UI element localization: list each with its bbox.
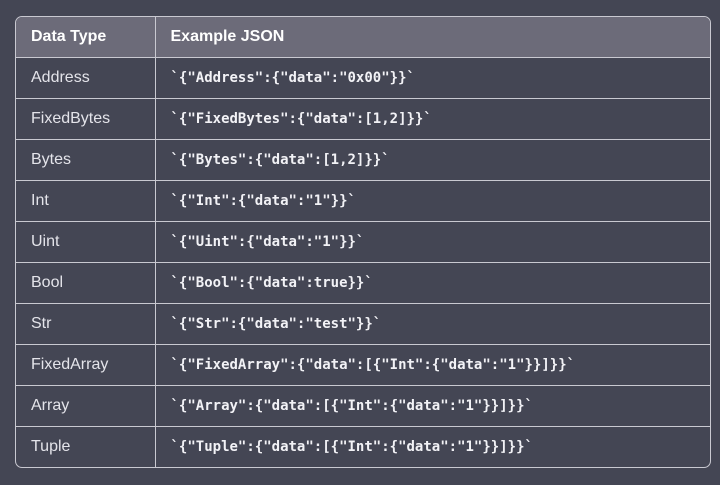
table-row: Bool `{"Bool":{"data":true}}`	[16, 262, 710, 304]
data-type-cell: Uint	[16, 221, 155, 263]
table-row: Bytes `{"Bytes":{"data":[1,2]}}`	[16, 139, 710, 181]
data-type-cell: FixedArray	[16, 344, 155, 386]
data-type-cell: Array	[16, 385, 155, 427]
example-json-cell: `{"Bytes":{"data":[1,2]}}`	[154, 139, 710, 181]
table-body: Address `{"Address":{"data":"0x00"}}` Fi…	[16, 57, 710, 467]
example-json-cell: `{"Tuple":{"data":[{"Int":{"data":"1"}}]…	[154, 426, 710, 467]
example-json-cell: `{"Int":{"data":"1"}}`	[154, 180, 710, 222]
table-row: Str `{"Str":{"data":"test"}}`	[16, 303, 710, 345]
example-json-cell: `{"FixedArray":{"data":[{"Int":{"data":"…	[154, 344, 710, 386]
table-row: Tuple `{"Tuple":{"data":[{"Int":{"data":…	[16, 426, 710, 467]
example-json-cell: `{"FixedBytes":{"data":[1,2]}}`	[154, 98, 710, 140]
header-row: Data Type Example JSON	[16, 17, 710, 58]
table-row: FixedBytes `{"FixedBytes":{"data":[1,2]}…	[16, 98, 710, 140]
data-type-cell: FixedBytes	[16, 98, 155, 140]
table-row: Address `{"Address":{"data":"0x00"}}`	[16, 57, 710, 99]
table-row: Array `{"Array":{"data":[{"Int":{"data":…	[16, 385, 710, 427]
data-type-cell: Address	[16, 57, 155, 99]
data-type-table: Data Type Example JSON Address `{"Addres…	[16, 17, 710, 467]
data-type-cell: Bytes	[16, 139, 155, 181]
table-row: Int `{"Int":{"data":"1"}}`	[16, 180, 710, 222]
example-json-cell: `{"Bool":{"data":true}}`	[154, 262, 710, 304]
example-json-cell: `{"Address":{"data":"0x00"}}`	[154, 57, 710, 99]
data-type-cell: Int	[16, 180, 155, 222]
data-type-cell: Bool	[16, 262, 155, 304]
example-json-cell: `{"Str":{"data":"test"}}`	[154, 303, 710, 345]
header-data-type: Data Type	[31, 28, 107, 45]
table-header: Data Type Example JSON	[16, 17, 710, 58]
table-row: Uint `{"Uint":{"data":"1"}}`	[16, 221, 710, 263]
data-type-table-container: Data Type Example JSON Address `{"Addres…	[15, 16, 711, 468]
header-example-json: Example JSON	[154, 17, 710, 58]
data-type-cell: Tuple	[16, 426, 155, 467]
example-json-cell: `{"Array":{"data":[{"Int":{"data":"1"}}]…	[154, 385, 710, 427]
data-type-cell: Str	[16, 303, 155, 345]
example-json-cell: `{"Uint":{"data":"1"}}`	[154, 221, 710, 263]
table-row: FixedArray `{"FixedArray":{"data":[{"Int…	[16, 344, 710, 386]
